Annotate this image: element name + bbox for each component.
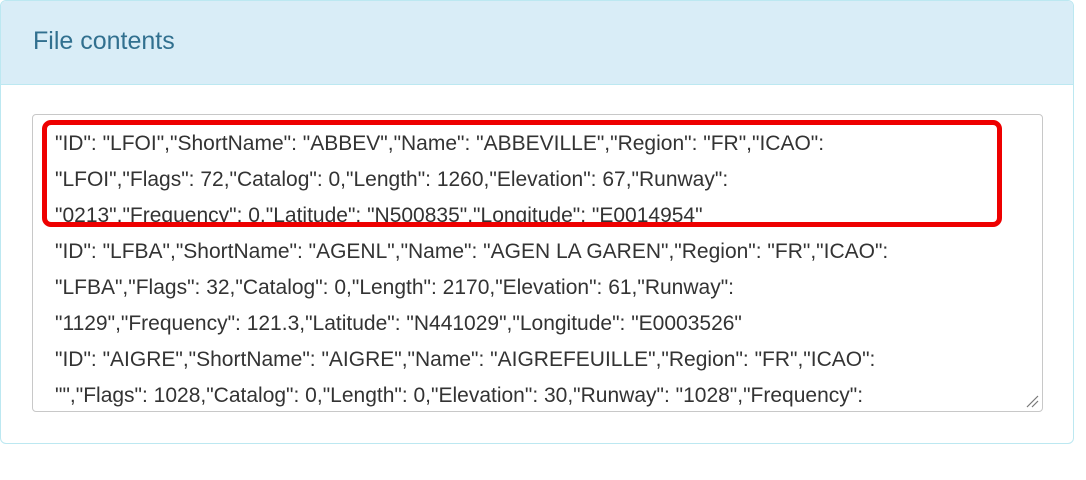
text-line: "1129","Frequency": 121.3,"Latitude": "N… [55, 312, 742, 335]
text-line: "ID": "LFOI","ShortName": "ABBEV","Name"… [55, 132, 825, 155]
panel-heading: File contents [1, 1, 1073, 85]
text-line: "0213","Frequency": 0,"Latitude": "N5008… [55, 204, 703, 227]
textarea-content: "ID": "LFOI","ShortName": "ABBEV","Name"… [55, 126, 1035, 411]
text-line: "LFOI","Flags": 72,"Catalog": 0,"Length"… [55, 168, 729, 191]
text-line: "ID": "AIGRE","ShortName": "AIGRE","Name… [55, 348, 876, 371]
text-line: "LFBA","Flags": 32,"Catalog": 0,"Length"… [55, 276, 734, 299]
resize-handle-icon[interactable] [1025, 394, 1039, 408]
file-contents-textarea[interactable]: "ID": "LFOI","ShortName": "ABBEV","Name"… [32, 114, 1043, 412]
text-line: "ID": "LFBA","ShortName": "AGENL","Name"… [55, 240, 889, 263]
panel-title: File contents [33, 27, 175, 55]
text-line: "","Flags": 1028,"Catalog": 0,"Length": … [55, 384, 864, 407]
